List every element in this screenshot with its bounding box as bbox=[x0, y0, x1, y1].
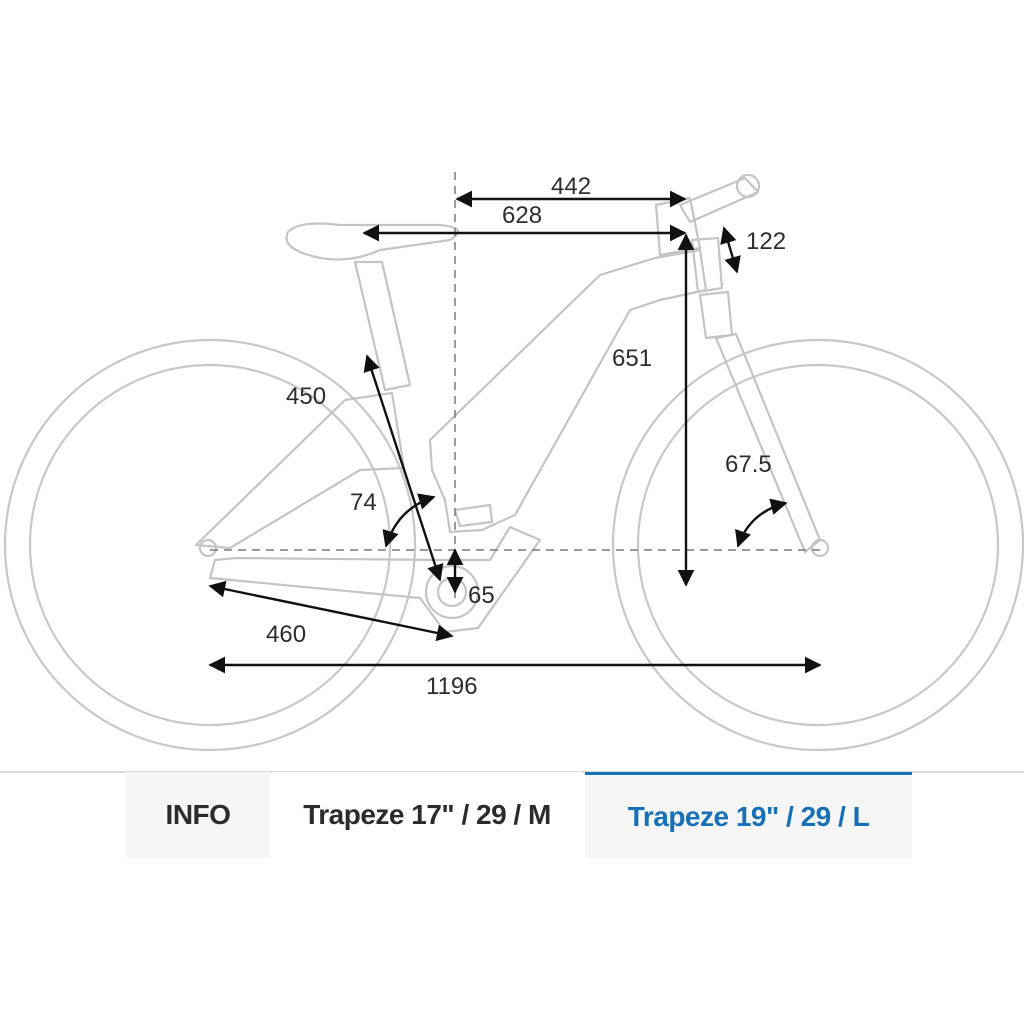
head-tube-label: 122 bbox=[746, 228, 786, 255]
reach-label: 442 bbox=[551, 173, 591, 200]
tab-size-l[interactable]: Trapeze 19" / 29 / L bbox=[585, 772, 912, 858]
size-tabs: INFO Trapeze 17" / 29 / M Trapeze 19" / … bbox=[0, 772, 1024, 858]
front-wheel bbox=[611, 338, 1024, 752]
tab-info-label: INFO bbox=[165, 799, 231, 830]
seat-tube-label: 450 bbox=[286, 383, 326, 410]
top-tube-label: 628 bbox=[502, 202, 542, 229]
rear-wheel bbox=[3, 338, 417, 752]
stack-label: 651 bbox=[612, 345, 652, 372]
tab-size-l-label: Trapeze 19" / 29 / L bbox=[627, 800, 870, 832]
tab-info[interactable]: INFO bbox=[126, 772, 270, 858]
head-angle-arrow bbox=[735, 498, 788, 548]
tab-size-m[interactable]: Trapeze 17" / 29 / M bbox=[272, 772, 582, 858]
wheelbase-label: 1196 bbox=[426, 673, 478, 700]
head-tube-arrow bbox=[720, 226, 741, 274]
seat-angle-arrow bbox=[382, 493, 436, 548]
tab-size-m-label: Trapeze 17" / 29 / M bbox=[303, 799, 551, 830]
chainstay-label: 460 bbox=[266, 621, 306, 648]
bb-drop-label: 65 bbox=[468, 582, 495, 609]
chainstay-arrow bbox=[208, 580, 454, 642]
head-angle-label: 67.5 bbox=[725, 451, 772, 478]
bike-geometry-diagram: 442 628 122 651 450 67.5 74 65 460 1196 bbox=[3, 172, 1024, 752]
seat-tube-arrow bbox=[363, 354, 444, 582]
seat-angle-label: 74 bbox=[350, 489, 377, 516]
